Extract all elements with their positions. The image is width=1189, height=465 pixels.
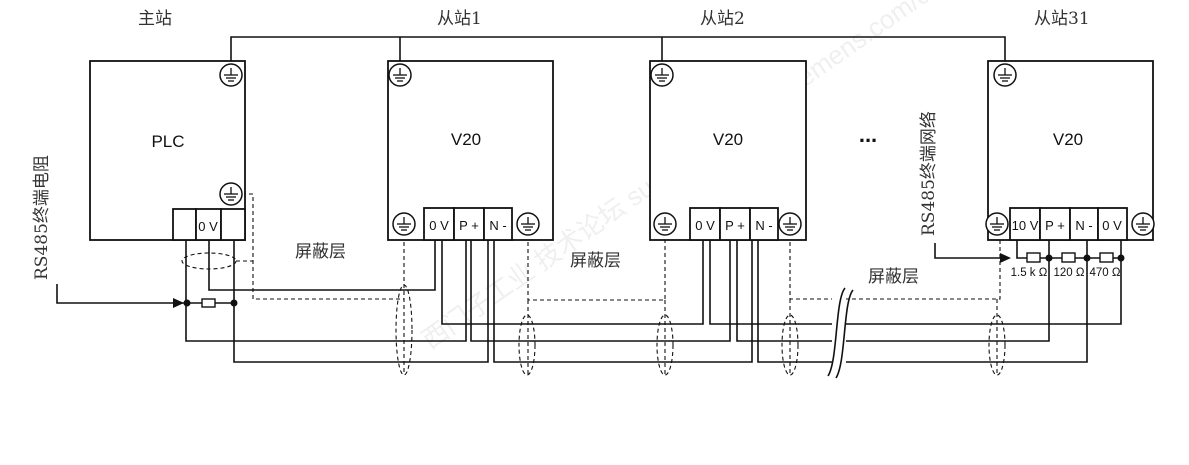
terminal-n: N -: [755, 218, 772, 233]
resistor-icon: [201, 298, 216, 308]
v20-slave1: V20 0 V P + N -: [387, 60, 554, 241]
bus-wires: [185, 240, 1122, 363]
ground-icon: [650, 63, 674, 87]
terminal-0v: 0 V: [429, 218, 449, 233]
ground-icon: [778, 212, 802, 236]
terminal-n: N -: [1075, 218, 1092, 233]
plc-label: PLC: [151, 132, 184, 151]
v20-slave31: V20 10 V P + N - 0 V: [985, 60, 1155, 241]
v20-slave2: V20 0 V P + N -: [649, 60, 807, 241]
terminal-p: P +: [1045, 218, 1065, 233]
terminal-p: P +: [725, 218, 745, 233]
plc-master: PLC 0 V: [89, 60, 246, 241]
terminal-n: N -: [489, 218, 506, 233]
ground-icon: [993, 63, 1017, 87]
arrow-icon: [173, 298, 184, 308]
resistor-label: 120 Ω: [1054, 267, 1085, 279]
ground-icon: [388, 63, 412, 87]
ellipsis: ...: [859, 122, 877, 147]
ground-icon: [219, 182, 243, 206]
slave2-label: 从站2: [700, 9, 745, 29]
plc-terminal-0v: 0 V: [198, 219, 218, 234]
resistor-icon: [1099, 252, 1114, 263]
ground-icon: [392, 212, 416, 236]
terminal-0v: 0 V: [695, 218, 715, 233]
slave1-label: 从站1: [437, 9, 482, 29]
termination-resistor: RS485终端电阻: [32, 155, 238, 308]
terminal-0v: 0 V: [1102, 218, 1122, 233]
shield-label: 屏蔽层: [868, 267, 919, 287]
ground-icon: [985, 212, 1009, 236]
shield-label: 屏蔽层: [570, 251, 621, 271]
resistor-label: 1.5 k Ω: [1011, 267, 1048, 279]
arrow-icon: [1000, 253, 1011, 263]
cable-break-mark: [827, 286, 854, 379]
rs485-network-label: RS485终端网络: [919, 111, 939, 236]
ground-icon: [653, 212, 677, 236]
resistor-icon: [1026, 252, 1041, 263]
slave31-label: 从站31: [1034, 9, 1090, 29]
master-label: 主站: [138, 9, 172, 29]
terminal-10v: 10 V: [1012, 218, 1039, 233]
resistor-icon: [1061, 252, 1076, 263]
terminal-p: P +: [459, 218, 479, 233]
ground-icon: [516, 212, 540, 236]
v20-label: V20: [713, 130, 743, 149]
rs485-resistor-label: RS485终端电阻: [32, 155, 52, 280]
ground-icon: [219, 63, 243, 87]
termination-network: 1.5 k Ω 120 Ω 470 Ω RS485终端网络: [919, 111, 1125, 279]
v20-label: V20: [1053, 130, 1083, 149]
shield-label: 屏蔽层: [295, 242, 346, 262]
ground-bus: [230, 36, 1006, 75]
ground-icon: [1131, 212, 1155, 236]
resistor-label: 470 Ω: [1090, 267, 1121, 279]
v20-label: V20: [451, 130, 481, 149]
